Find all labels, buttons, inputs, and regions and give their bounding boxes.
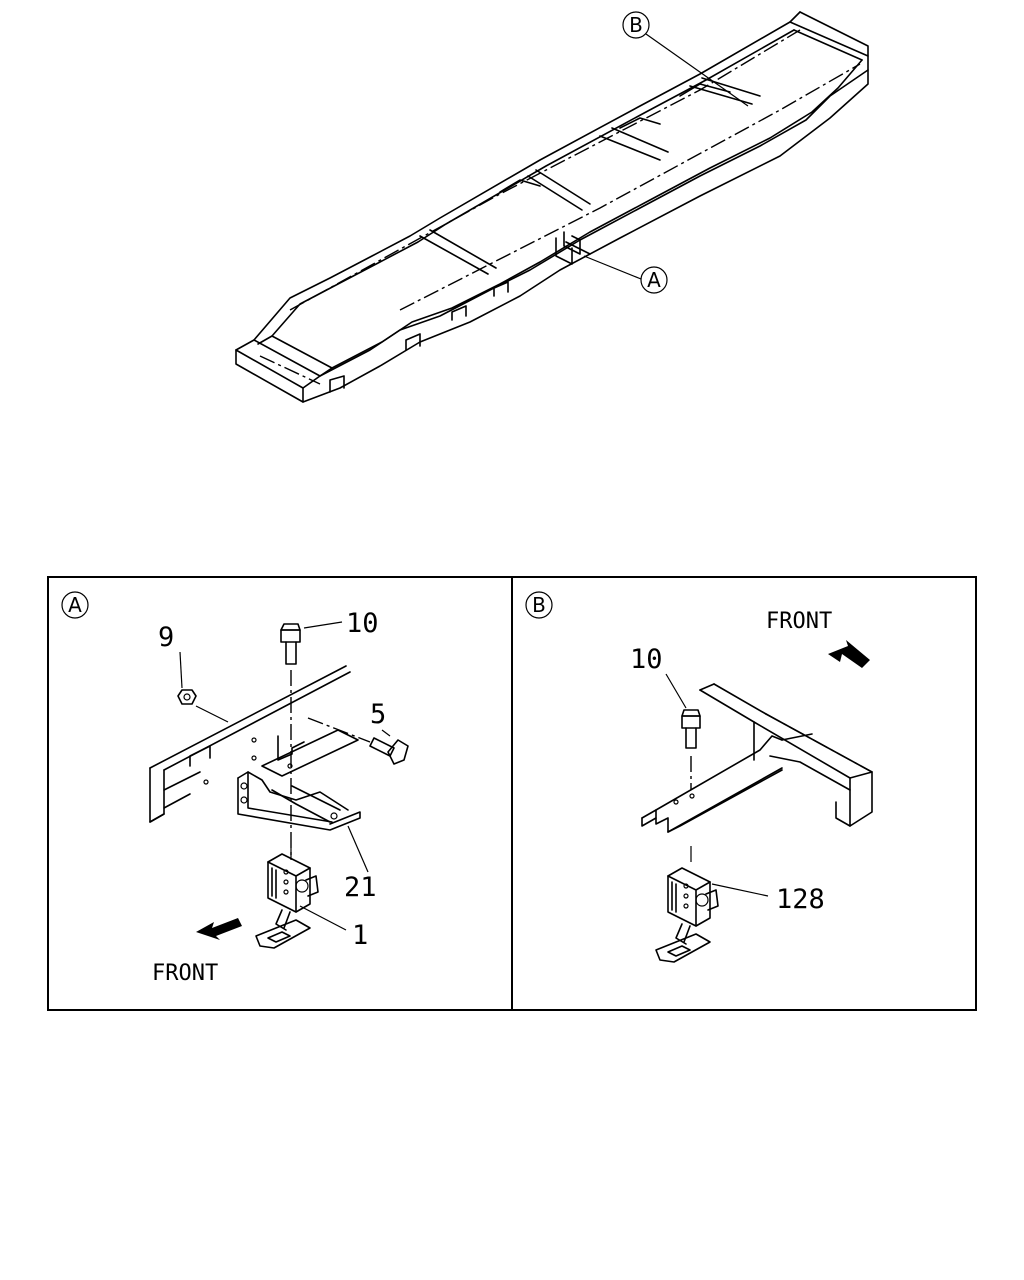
detail-panel-frame xyxy=(47,576,977,1011)
label-part-5: 5 xyxy=(370,699,386,730)
panel-a-tag: A xyxy=(61,591,89,619)
bracket-21 xyxy=(237,729,361,831)
bolt-10-b xyxy=(681,709,701,790)
front-arrow-b xyxy=(828,640,870,668)
front-label-a: FRONT xyxy=(152,961,218,986)
panel-b-tag: B xyxy=(525,591,553,619)
front-label-b: FRONT xyxy=(766,609,832,634)
detail-panel-b: B xyxy=(525,591,873,963)
panel-b-tag-letter: B xyxy=(532,593,546,617)
detail-panel-a: A xyxy=(61,591,409,986)
callout-a-letter: A xyxy=(647,268,661,292)
callout-b-letter: B xyxy=(629,13,643,37)
label-part-1: 1 xyxy=(352,920,368,951)
label-part-10: 10 xyxy=(346,608,379,639)
chassis-frame-overview xyxy=(235,11,869,403)
label-part-9: 9 xyxy=(158,622,174,653)
frame-rail-crossmember xyxy=(641,683,873,833)
frame-rail-channel xyxy=(149,665,351,823)
callout-b[interactable]: B xyxy=(622,11,749,107)
switch-assembly-128 xyxy=(655,846,719,963)
label-part-10-b: 10 xyxy=(630,644,663,675)
front-arrow-a xyxy=(196,918,242,940)
switch-assembly-1 xyxy=(255,848,319,949)
nut-9 xyxy=(177,689,229,723)
callout-a[interactable]: A xyxy=(583,255,668,294)
bolt-5-horizontal xyxy=(307,717,409,765)
label-part-128: 128 xyxy=(776,884,825,915)
bolt-10-vertical xyxy=(280,623,301,856)
label-part-21: 21 xyxy=(344,872,377,903)
panel-a-tag-letter: A xyxy=(68,593,82,617)
